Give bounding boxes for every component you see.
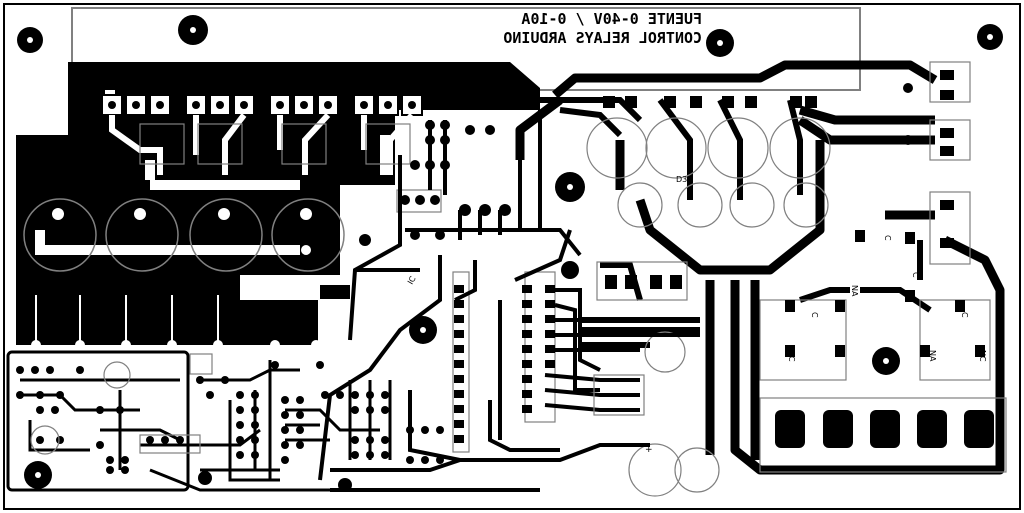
resistor-columns: [35, 295, 219, 345]
label-d3: D3: [676, 175, 687, 184]
ground-pour: [16, 62, 540, 345]
right-component-outlines: [586, 61, 1007, 497]
pour-pads: [52, 208, 312, 255]
title-mirror: FUENTE 0-40V / 0-10A CONTROL RELAYS ARDU…: [503, 10, 702, 47]
mounting-holes: [17, 15, 1003, 489]
mid-traces: [318, 110, 700, 492]
label-ic: IC: [406, 274, 418, 286]
label-c-1: C: [883, 235, 892, 241]
right-pads-small: [603, 70, 985, 357]
right-labels: D3 NA NA NC NC C C C C +: [645, 175, 987, 455]
control-section-outline: [6, 350, 190, 492]
label-nc-2: NC: [978, 350, 987, 362]
title-line-1: FUENTE 0-40V / 0-10A: [521, 10, 702, 28]
filter-capacitors: [23, 198, 345, 272]
label-nc-1: NC: [787, 350, 796, 362]
power-traces-right: [515, 60, 1005, 475]
via-pads-mid: [286, 96, 579, 334]
label-na-1: NA: [850, 285, 859, 297]
control-outlines: [30, 353, 645, 455]
ic-pins: [454, 285, 555, 443]
resistor-pads: [31, 340, 321, 350]
mid-labels: IC: [406, 274, 418, 286]
relay-pad-holes: [108, 101, 416, 109]
title-line-2: CONTROL RELAYS ARDUINO: [503, 29, 702, 47]
pour-isolation: [35, 90, 390, 255]
label-c-3: C: [960, 312, 969, 318]
label-c-2: C: [810, 312, 819, 318]
label-c-4: C: [911, 272, 920, 278]
label-na-2: NA: [928, 350, 937, 362]
control-pads: [16, 361, 444, 492]
label-plus: +: [645, 445, 653, 455]
relay-outlines: [139, 123, 411, 165]
output-terminals: [775, 410, 994, 448]
